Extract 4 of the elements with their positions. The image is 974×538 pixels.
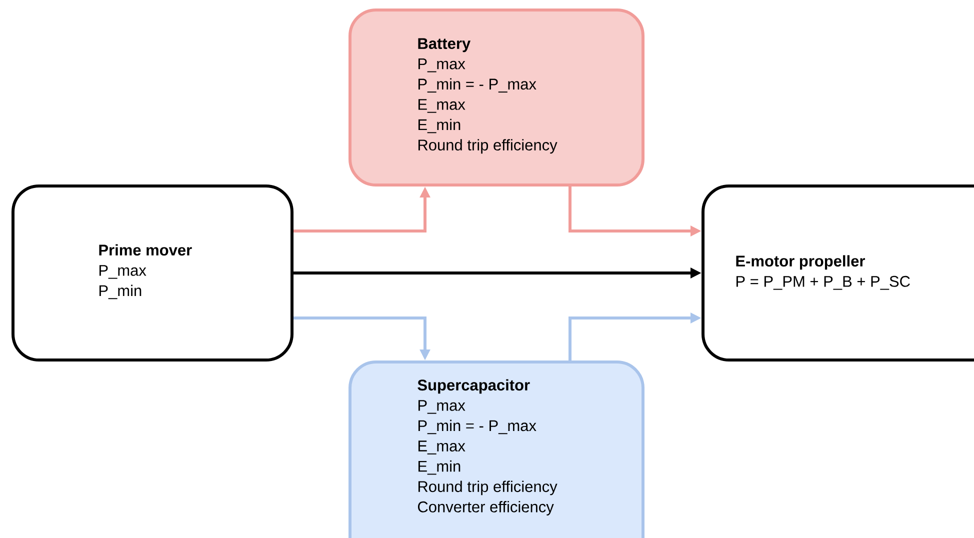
block-box: Battery P_max P_min = - P_max E_max E_min Round trip efficiency: [348, 8, 644, 186]
block-box: E-motor propeller P = P_PM + P_B + P_SC: [702, 184, 974, 362]
block-box: Prime mover P_max P_min: [12, 184, 294, 362]
block-box: Supercapacitor P_max P_min = - P_max E_max E_min Round trip efficiency Converter efficiency: [348, 360, 644, 538]
